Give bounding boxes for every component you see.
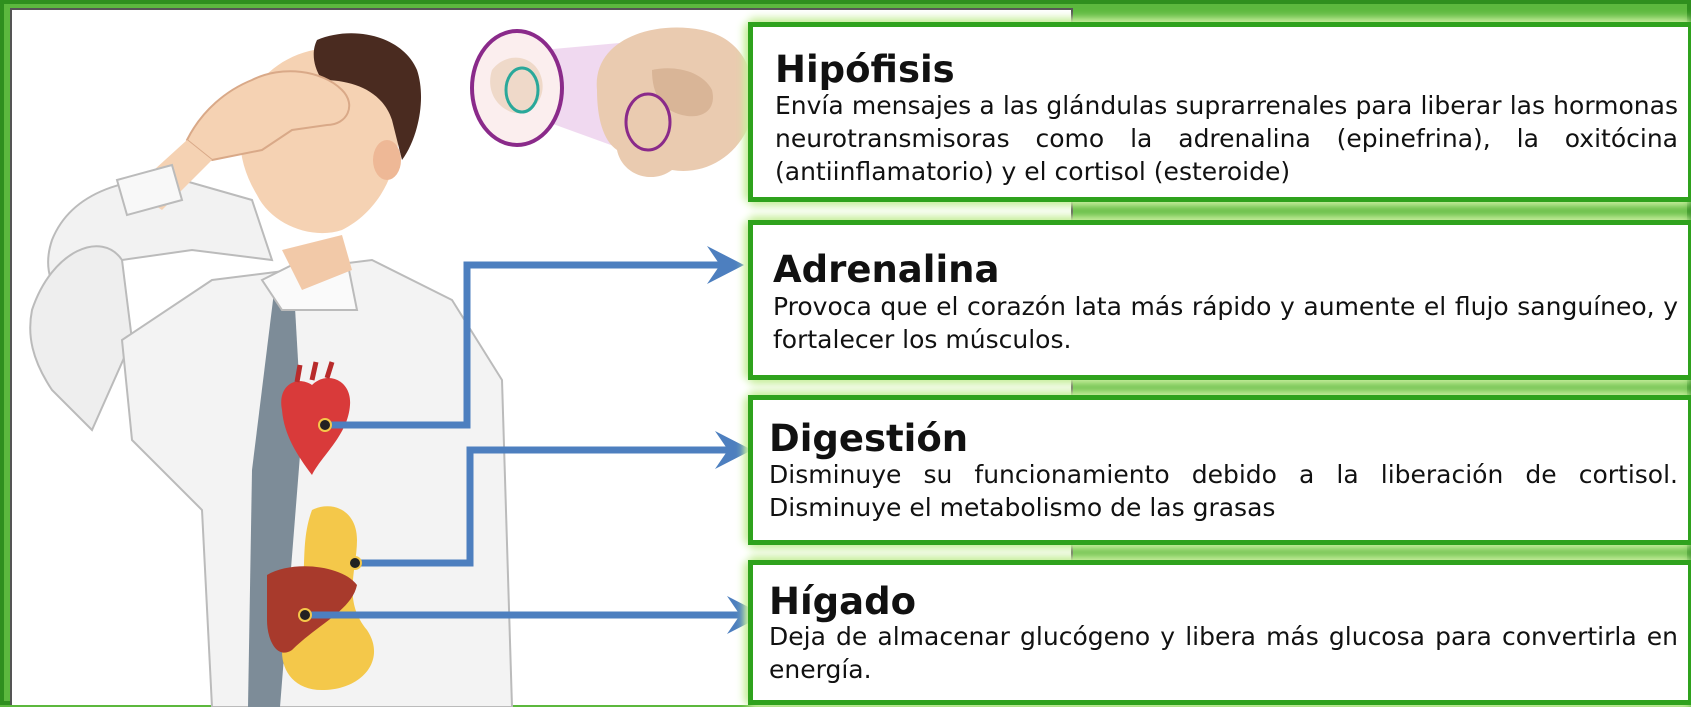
card-description: Deja de almacenar glucógeno y libera más… xyxy=(769,622,1678,684)
heart-icon xyxy=(281,361,351,475)
pituitary-inset-icon xyxy=(504,66,540,114)
liver-icon xyxy=(267,566,357,653)
card-higado: Hígado Deja de almacenar glucógeno y lib… xyxy=(748,560,1691,705)
card-adrenalina: Adrenalina Provoca que el corazón lata m… xyxy=(748,220,1691,380)
arrow-heart-adrenalina xyxy=(321,261,728,429)
card-description: Envía mensajes a las glándulas suprarren… xyxy=(775,91,1678,186)
card-description: Provoca que el corazón lata más rápido y… xyxy=(773,292,1678,354)
arrowheads xyxy=(707,246,764,634)
connector-arrows xyxy=(301,261,748,619)
card-title: Hipófisis xyxy=(775,48,955,91)
man-illustration xyxy=(29,27,764,707)
card-description: Disminuye su funcionamiento debido a la … xyxy=(769,460,1678,522)
arrow-stomach-digestion xyxy=(351,446,736,567)
card-title: Digestión xyxy=(769,417,969,460)
card-title: Adrenalina xyxy=(773,248,1000,291)
man-body xyxy=(29,33,514,707)
brain-icon xyxy=(470,27,754,178)
card-hipofisis: Hipófisis Envía mensajes a las glándulas… xyxy=(748,22,1691,202)
card-digestion: Digestión Disminuye su funcionamiento de… xyxy=(748,395,1691,545)
organ-markers xyxy=(298,418,362,622)
card-title: Hígado xyxy=(769,580,917,623)
